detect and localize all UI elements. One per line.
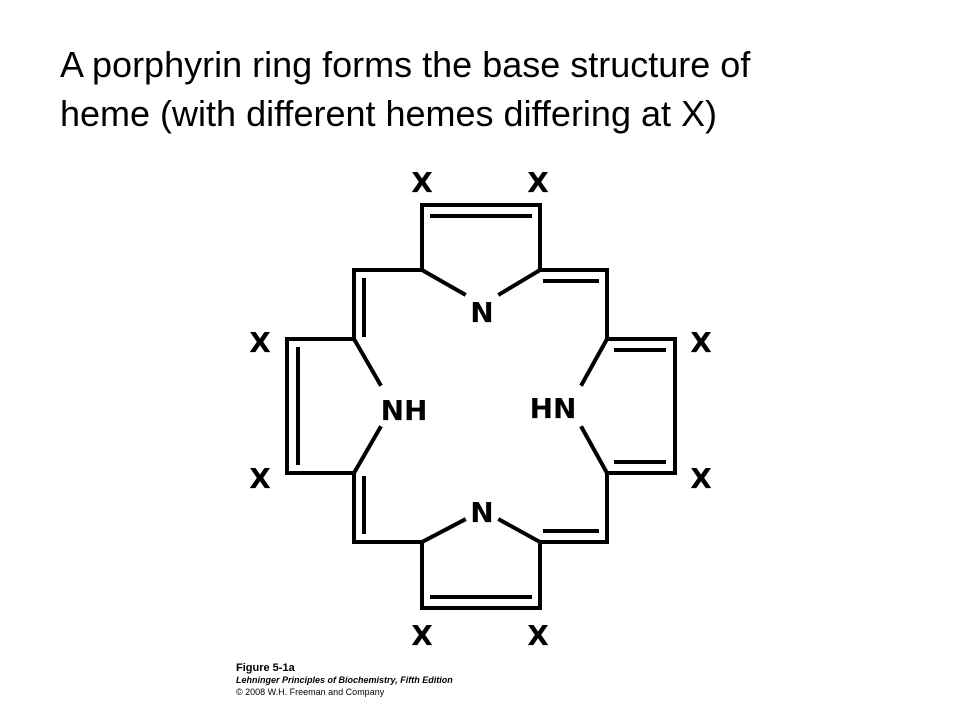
methine-bridge-bottom-left xyxy=(352,471,424,544)
nitrogen-bottom-label: N xyxy=(470,496,493,529)
nitrogen-top-label: N xyxy=(470,296,493,329)
figure-copyright: © 2008 W.H. Freeman and Company xyxy=(236,687,385,697)
figure-number: Figure 5-1a xyxy=(236,662,295,674)
figure-caption: Figure 5-1a Lehninger Principles of Bioc… xyxy=(236,662,556,698)
substituent-x-left-top: X xyxy=(249,326,271,359)
substituent-x-bottom-right: X xyxy=(527,619,549,652)
methine-bridge-top-left xyxy=(352,268,424,341)
figure-source-book: Lehninger Principles of Biochemistry, Fi… xyxy=(236,675,453,685)
substituent-x-top-right: X xyxy=(527,166,549,199)
pyrrole-right xyxy=(579,336,677,476)
substituent-x-bottom-left: X xyxy=(411,619,433,652)
nitrogen-right-label: HN xyxy=(530,392,577,425)
nitrogen-left-label: NH xyxy=(381,394,428,427)
substituent-x-left-bottom: X xyxy=(249,462,271,495)
slide-title-line-1: A porphyrin ring forms the base structur… xyxy=(60,44,751,85)
substituent-x-right-top: X xyxy=(690,326,712,359)
pyrrole-bottom xyxy=(419,517,543,610)
methine-bridge-top-right xyxy=(538,268,609,341)
pyrrole-top xyxy=(419,203,543,297)
pyrrole-left xyxy=(285,336,383,476)
slide-title: A porphyrin ring forms the base structur… xyxy=(60,40,920,138)
slide-title-line-2: heme (with different hemes differing at … xyxy=(60,93,717,134)
substituent-x-right-bottom: X xyxy=(690,462,712,495)
substituent-x-top-left: X xyxy=(411,166,433,199)
methine-bridge-bottom-right xyxy=(538,471,609,544)
